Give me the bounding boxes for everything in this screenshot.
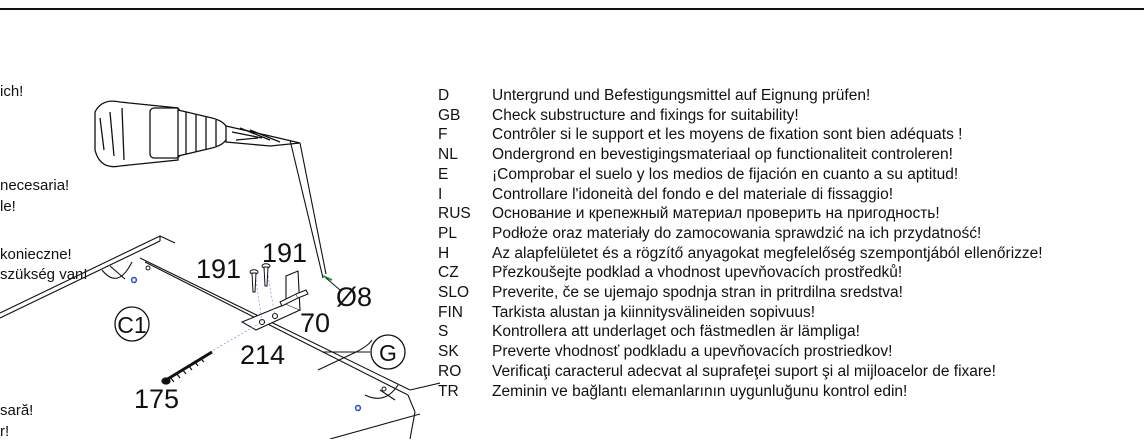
left-fragment-2: necesaria! bbox=[0, 177, 70, 194]
language-instruction-text: Az alapfelületet és a rögzítő anyagokat … bbox=[492, 244, 1043, 262]
language-code: RUS bbox=[438, 205, 471, 223]
language-code: GB bbox=[438, 106, 461, 124]
screw-label-a: 191 bbox=[196, 254, 241, 284]
language-instruction-text: Contrôler si le support et les moyens de… bbox=[492, 126, 963, 144]
long-screw-175-icon bbox=[161, 350, 213, 385]
header-rule bbox=[0, 8, 1144, 10]
language-instruction-text: Check substructure and fixings for suita… bbox=[492, 106, 799, 124]
drill-icon bbox=[94, 100, 327, 279]
language-instruction-text: Přezkoušejte podklad a vhodnost upevňova… bbox=[492, 264, 903, 282]
panel-label: C1 bbox=[117, 312, 146, 338]
language-instruction-text: Untergrund und Befestigungsmittel auf Ei… bbox=[492, 87, 871, 104]
language-code: H bbox=[438, 244, 450, 262]
assembly-illustration: C1 G 191 191 Ø8 70 214 175 bbox=[0, 100, 440, 439]
left-fragment-4: konieczne! bbox=[0, 246, 72, 263]
left-fragment-3: le! bbox=[0, 198, 16, 215]
leader-lines bbox=[322, 277, 370, 353]
language-code: SLO bbox=[438, 284, 470, 301]
language-instruction-text: Verificaţi caracterul adecvat al suprafe… bbox=[492, 362, 996, 380]
language-instruction-text: ¡Comprobar el suelo y los medios de fija… bbox=[492, 165, 959, 183]
pin-hole-right bbox=[381, 386, 387, 392]
language-instruction-text: Ondergrond en bevestigingsmateriaal op f… bbox=[492, 146, 953, 164]
left-fragment-5: szükség van! bbox=[0, 266, 88, 283]
language-instruction-text: Zeminin ve bağlantı elemanlarının uygunl… bbox=[492, 382, 908, 400]
guide-lines bbox=[209, 275, 276, 353]
language-code: FIN bbox=[438, 303, 463, 321]
language-code: S bbox=[438, 323, 449, 341]
language-instruction-text: Preverte vhodnosť podkladu a upevňovacíc… bbox=[492, 343, 893, 361]
panel-c1-callout bbox=[114, 306, 150, 342]
language-instruction-text: Kontrollera att underlaget och fästmedle… bbox=[492, 323, 860, 341]
language-code: E bbox=[438, 165, 449, 183]
screw-hole-left bbox=[130, 276, 138, 284]
language-instruction-text: Controllare l'idoneità del fondo e del m… bbox=[492, 185, 894, 203]
language-instruction-text: Podłoże oraz materiały do zamocowania sp… bbox=[492, 224, 982, 242]
long-screw-label: 175 bbox=[134, 384, 179, 414]
screw-hole-right bbox=[354, 404, 362, 412]
plug-label: 70 bbox=[300, 308, 330, 338]
wall-plug-icon bbox=[279, 289, 309, 307]
part-g-callout bbox=[370, 334, 406, 370]
language-instruction-text: Основание и крепежный материал проверить… bbox=[492, 205, 940, 223]
language-code: I bbox=[438, 185, 443, 203]
left-fragment-7: r! bbox=[0, 423, 10, 440]
drill-size-label: Ø8 bbox=[336, 282, 372, 312]
language-code: SK bbox=[438, 343, 459, 361]
language-code: CZ bbox=[438, 264, 459, 282]
bracket-icon bbox=[240, 270, 302, 331]
left-fragment-1: ich! bbox=[0, 83, 24, 100]
panel-outline bbox=[0, 235, 440, 439]
part-g-label: G bbox=[379, 340, 397, 366]
bracket-label: 214 bbox=[240, 340, 285, 370]
screw-191-icon bbox=[249, 263, 271, 293]
language-code: TR bbox=[438, 382, 459, 400]
drill-point-marker bbox=[322, 275, 333, 281]
pin-hole-left bbox=[145, 265, 151, 271]
language-code: RO bbox=[438, 362, 462, 380]
language-code: PL bbox=[438, 224, 457, 242]
language-instruction-text: Preverite, če se ujemajo spodnja stran i… bbox=[492, 284, 903, 301]
language-instruction-text: Tarkista alustan ja kiinnitysvälineiden … bbox=[492, 303, 816, 321]
screw-label-b: 191 bbox=[262, 238, 307, 268]
language-code: D bbox=[438, 87, 450, 104]
left-fragment-6: sară! bbox=[0, 402, 34, 419]
language-code: F bbox=[438, 126, 448, 144]
language-code: NL bbox=[438, 146, 458, 164]
